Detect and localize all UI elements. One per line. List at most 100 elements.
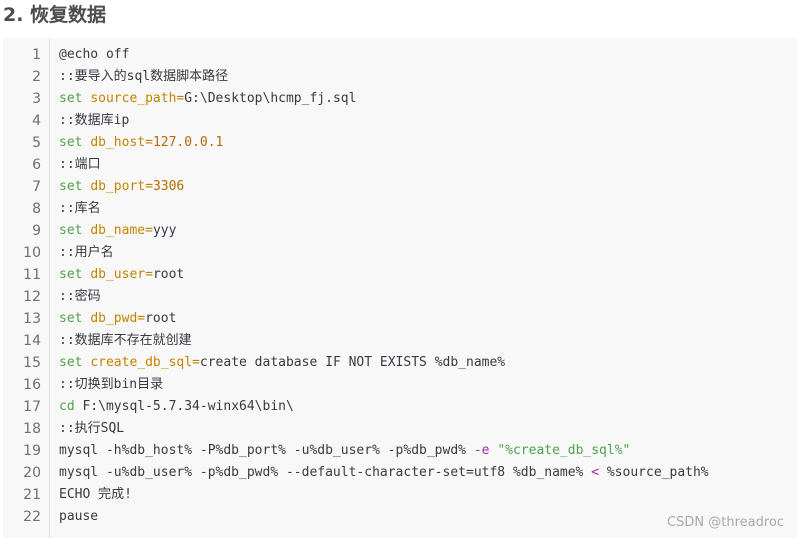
code-token: db_port= [90, 179, 153, 194]
code-line: 1 @echo off [3, 44, 798, 66]
code-text: ::执行SQL [59, 418, 124, 440]
code-line: 5 set db_host=127.0.0.1 [3, 132, 798, 154]
line-number-gutter [3, 38, 50, 538]
code-line: 20 mysql -u%db_user% -p%db_pwd% --default… [3, 462, 798, 484]
code-token: db_user= [90, 267, 153, 282]
code-text: set db_user=root [59, 264, 184, 286]
line-number: 18 [23, 421, 41, 437]
code-text: ::数据库不存在就创建 [59, 330, 192, 352]
code-text: set db_port=3306 [59, 176, 184, 198]
line-number: 8 [32, 201, 41, 217]
code-token: -e [473, 443, 498, 458]
code-token: pause [59, 509, 99, 524]
code-token: ::数据库不存在就创建 [59, 333, 192, 348]
code-text: ::要导入的sql数据脚本路径 [59, 66, 228, 88]
code-token: < [591, 465, 607, 480]
code-line: 8::库名 [3, 198, 798, 220]
code-token: G:\Desktop\hcmp_fj.sql [184, 91, 357, 106]
code-token: set [59, 267, 91, 282]
line-number: 21 [23, 487, 41, 503]
line-number: 11 [23, 267, 41, 283]
line-number: 17 [23, 399, 41, 415]
code-line: 16::切换到bin目录 [3, 374, 798, 396]
code-text: set db_name=yyy [59, 220, 176, 242]
code-token: set [59, 135, 91, 150]
line-number: 1 [32, 47, 41, 63]
line-number: 20 [23, 465, 41, 481]
code-line: 12::密码 [3, 286, 798, 308]
code-token: 127.0.0.1 [152, 135, 224, 150]
line-number: 6 [32, 157, 41, 173]
code-text: mysql -u%db_user% -p%db_pwd% --default-c… [59, 462, 709, 484]
line-number: 9 [32, 223, 41, 239]
line-number: 2 [32, 69, 41, 85]
code-token: db_host= [90, 135, 153, 150]
code-text: ::用户名 [59, 242, 114, 264]
line-number: 3 [32, 91, 41, 107]
code-line: 11 set db_user=root [3, 264, 798, 286]
code-line: 7 set db_port=3306 [3, 176, 798, 198]
code-text: set db_pwd=root [59, 308, 176, 330]
code-token: set [59, 179, 91, 194]
code-text: set source_path=G:\Desktop\hcmp_fj.sql [59, 88, 356, 110]
watermark: CSDN @threadroc [667, 515, 784, 530]
code-line: 9 set db_name=yyy [3, 220, 798, 242]
code-line: 15 set create_db_sql=create database IF N… [3, 352, 798, 374]
code-token: ::要导入的sql数据脚本路径 [59, 69, 229, 84]
line-number: 13 [23, 311, 41, 327]
code-token: source_path= [90, 91, 185, 106]
code-line: 2::要导入的sql数据脚本路径 [3, 66, 798, 88]
code-line: 4::数据库ip [3, 110, 798, 132]
line-number: 5 [32, 135, 41, 151]
code-line: 21 ECHO 完成! [3, 484, 798, 506]
code-token: ECHO 完成! [59, 487, 132, 502]
code-text: mysql -h%db_host% -P%db_port% -u%db_user… [59, 440, 630, 462]
line-number: 14 [23, 333, 41, 349]
code-line: 10::用户名 [3, 242, 798, 264]
code-line: 18::执行SQL [3, 418, 798, 440]
code-text: set create_db_sql=create database IF NOT… [59, 352, 505, 374]
code-token: create_db_sql= [90, 355, 200, 370]
code-text: ::库名 [59, 198, 101, 220]
code-token: create database IF NOT EXISTS %db_name% [199, 355, 506, 370]
code-line: 3 set source_path=G:\Desktop\hcmp_fj.sql [3, 88, 798, 110]
code-token: root [145, 311, 177, 326]
code-token: ::执行SQL [59, 421, 125, 436]
line-number: 22 [23, 509, 41, 525]
code-token: set [59, 355, 91, 370]
code-token: "%create_db_sql%" [497, 443, 631, 458]
code-token: mysql -h%db_host% -P%db_port% -u%db_user… [59, 443, 474, 458]
code-token: %source_path% [606, 465, 709, 480]
code-text: @echo off [59, 44, 129, 66]
code-text: ::端口 [59, 154, 101, 176]
code-token: db_pwd= [90, 311, 146, 326]
code-token: ::库名 [59, 201, 101, 216]
code-token: set [59, 311, 91, 326]
code-line: 13 set db_pwd=root [3, 308, 798, 330]
code-line: 22 pause [3, 506, 798, 528]
code-text: pause [59, 506, 98, 528]
code-token: db_name= [90, 223, 153, 238]
line-number: 15 [23, 355, 41, 371]
code-token: cd [59, 399, 83, 414]
code-token: F:\mysql-5.7.34-winx64\bin\ [82, 399, 294, 414]
code-text: set db_host=127.0.0.1 [59, 132, 223, 154]
code-token: 3306 [152, 179, 185, 194]
line-number: 7 [32, 179, 41, 195]
code-token: mysql -u%db_user% -p%db_pwd% --default-c… [59, 465, 592, 480]
code-token: set [59, 223, 91, 238]
code-text: ECHO 完成! [59, 484, 132, 506]
line-number: 12 [23, 289, 41, 305]
code-token: ::数据库ip [59, 113, 130, 128]
code-token: ::端口 [59, 157, 101, 172]
code-text: ::密码 [59, 286, 101, 308]
code-token: @echo off [59, 47, 130, 62]
code-line: 6::端口 [3, 154, 798, 176]
code-token: ::密码 [59, 289, 101, 304]
line-number: 16 [23, 377, 41, 393]
code-token: root [152, 267, 185, 282]
code-token: ::切换到bin目录 [59, 377, 164, 392]
